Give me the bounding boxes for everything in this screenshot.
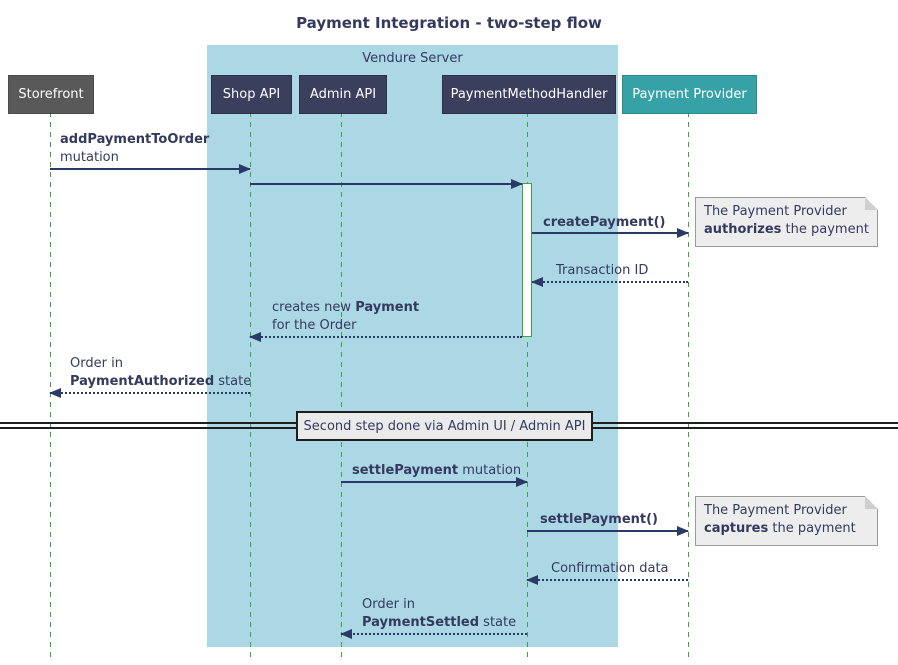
- arrowhead-icon: [511, 179, 523, 189]
- arrow-line: [50, 168, 250, 170]
- lifeline-storefront: [50, 112, 51, 657]
- arrow-line: [50, 392, 250, 394]
- participant-label: Payment Provider: [632, 87, 747, 102]
- arrow-transaction-id: [531, 277, 688, 287]
- message-text: state: [214, 374, 252, 389]
- message-text: Transaction ID: [556, 263, 649, 278]
- note-text: authorizes: [704, 222, 782, 237]
- arrow-confirmation-data: [526, 575, 688, 585]
- arrow-line: [250, 336, 522, 338]
- message-label-settle-payment-mutation: settlePayment mutation: [352, 462, 521, 480]
- note-text: the payment: [781, 222, 869, 237]
- message-text: mutation: [60, 150, 119, 165]
- message-text: state: [479, 615, 517, 630]
- vendure-server-container: [207, 45, 618, 647]
- participant-label: Admin API: [309, 87, 377, 102]
- message-text: settlePayment(): [540, 512, 658, 527]
- arrowhead-icon: [531, 277, 543, 287]
- message-text: mutation: [458, 463, 522, 478]
- message-text: createPayment(): [543, 215, 666, 230]
- arrowhead-icon: [249, 332, 261, 342]
- message-label-confirmation-data: Confirmation data: [551, 560, 669, 578]
- arrowhead-icon: [49, 388, 61, 398]
- activation-bar-payment-method-handler: [522, 183, 532, 337]
- arrow-creates-new-payment: [249, 332, 522, 342]
- participant-label: PaymentMethodHandler: [450, 87, 608, 102]
- message-text: for the Order: [272, 318, 357, 333]
- message-text: settlePayment: [352, 463, 459, 478]
- arrow-create-payment: [532, 228, 689, 238]
- arrow-shop-api-to-handler: [250, 179, 523, 189]
- lifeline-payment-method-handler: [527, 112, 528, 657]
- arrowhead-icon: [340, 629, 352, 639]
- participant-shop-api: Shop API: [211, 75, 292, 114]
- arrow-line: [341, 633, 527, 635]
- message-label-create-payment: createPayment(): [543, 214, 665, 232]
- vendure-server-label: Vendure Server: [362, 51, 463, 66]
- note-text: captures: [704, 521, 769, 536]
- participant-storefront: Storefront: [8, 75, 94, 114]
- arrow-line: [527, 530, 688, 532]
- arrowhead-icon: [677, 228, 689, 238]
- message-label-payment-settled: Order in PaymentSettled state: [362, 596, 516, 632]
- note-captures-payment: The Payment Provider captures the paymen…: [695, 496, 878, 546]
- note-authorizes-payment: The Payment Provider authorizes the paym…: [695, 197, 878, 247]
- arrow-line: [341, 481, 527, 483]
- message-text: Payment: [355, 300, 420, 315]
- participant-label: Shop API: [222, 87, 281, 102]
- arrowhead-icon: [677, 526, 689, 536]
- arrow-line: [532, 232, 688, 234]
- lifeline-payment-provider: [688, 112, 689, 657]
- message-text: addPaymentToOrder: [60, 132, 210, 147]
- arrow-settle-payment-mutation: [341, 477, 528, 487]
- message-text: Order in: [362, 597, 415, 612]
- message-text: creates new: [272, 300, 356, 315]
- message-label-transaction-id: Transaction ID: [556, 262, 648, 280]
- arrowhead-icon: [516, 477, 528, 487]
- arrow-payment-authorized: [49, 388, 250, 398]
- lifeline-shop-api: [250, 112, 251, 657]
- arrowhead-icon: [526, 575, 538, 585]
- divider-label: Second step done via Admin UI / Admin AP…: [296, 411, 593, 441]
- message-text: PaymentSettled: [362, 615, 480, 630]
- message-text: Confirmation data: [551, 561, 669, 576]
- note-text: the payment: [768, 521, 856, 536]
- participant-admin-api: Admin API: [299, 75, 387, 114]
- lifeline-admin-api: [341, 112, 342, 657]
- note-fold-icon: [865, 197, 878, 210]
- message-label-settle-payment-call: settlePayment(): [540, 511, 658, 529]
- arrow-payment-settled: [340, 629, 527, 639]
- participant-payment-provider: Payment Provider: [622, 75, 757, 114]
- message-label-add-payment-to-order: addPaymentToOrder mutation: [60, 131, 209, 167]
- message-text: Order in: [70, 356, 123, 371]
- note-fold-icon: [865, 496, 878, 509]
- arrow-add-payment-to-order: [50, 164, 251, 174]
- participant-payment-method-handler: PaymentMethodHandler: [442, 75, 616, 114]
- arrow-line: [532, 281, 688, 283]
- participant-label: Storefront: [18, 87, 84, 102]
- diagram-title: Payment Integration - two-step flow: [296, 14, 602, 32]
- arrow-settle-payment-call: [527, 526, 689, 536]
- note-text: The Payment Provider: [704, 503, 847, 518]
- message-text: PaymentAuthorized: [70, 374, 215, 389]
- arrow-line: [250, 183, 522, 185]
- note-text: The Payment Provider: [704, 204, 847, 219]
- message-label-payment-authorized: Order in PaymentAuthorized state: [70, 355, 251, 391]
- message-label-creates-new-payment: creates new Payment for the Order: [272, 299, 419, 335]
- arrowhead-icon: [239, 164, 251, 174]
- arrow-line: [527, 579, 688, 581]
